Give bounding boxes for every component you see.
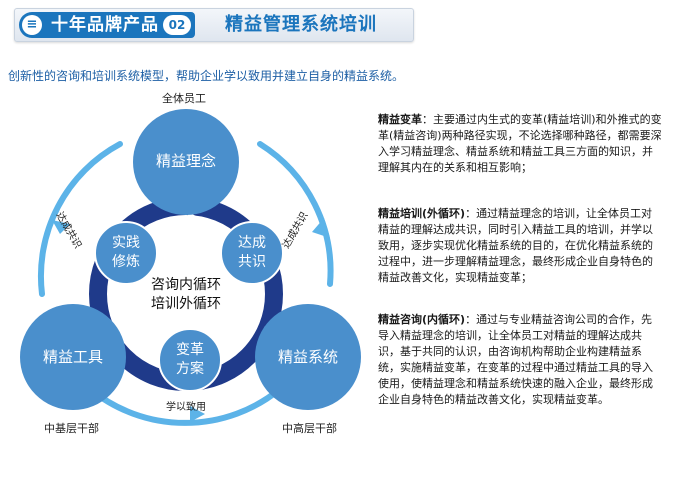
node-lean-system-label: 精益系统 (277, 348, 338, 366)
outer-arc-left (37, 141, 123, 297)
center-line1: 咨询内循环 (151, 277, 221, 293)
arrow-bottom-icon (190, 406, 205, 422)
outer-arc-bottom (87, 386, 283, 426)
desc-lean-change-text: 主要通过内生式的变革(精益培训)和外推式的变革(精益咨询)两种路径实现，不论选择… (378, 113, 662, 174)
menu-icon: ≡ (22, 15, 42, 35)
node-change-plan (158, 328, 222, 392)
label-mid-junior-managers: 中基层干部 (44, 422, 99, 435)
section-number: 02 (163, 15, 191, 35)
desc-lean-training-title: 精益培训(外循环) (378, 207, 466, 220)
node-change-plan-line2: 方案 (176, 361, 204, 377)
desc-lean-training-text: 通过精益理念的培训，让全体员工对精益的理解达成共识，同时引入精益工具的培训，并学… (378, 207, 653, 284)
outer-arc-right (257, 141, 334, 287)
section-header: ≡ 十年品牌产品 02 精益管理系统培训 (14, 8, 414, 42)
badge-title: 十年品牌产品 (51, 15, 159, 35)
node-change-plan-line1: 变革 (176, 342, 204, 358)
node-change-plan-label: 变革 方案 (164, 341, 216, 379)
intro-text: 创新性的咨询和培训系统模型，帮助企业学以致用并建立自身的精益系统。 (8, 69, 405, 83)
center-text: 咨询内循环 培训外循环 (136, 276, 236, 314)
brand-badge: ≡ 十年品牌产品 02 (19, 12, 195, 38)
node-lean-concept-label: 精益理念 (155, 152, 216, 170)
desc-lean-training: 精益培训(外循环)：通过精益理念的培训，让全体员工对精益的理解达成共识，同时引入… (378, 207, 653, 284)
node-consensus-line1: 达成 (238, 235, 266, 251)
node-practice-line1: 实践 (112, 235, 140, 251)
node-consensus-label: 达成 共识 (226, 234, 278, 272)
arrow-left-icon (52, 220, 70, 234)
cycle-graphic (20, 109, 361, 426)
desc-lean-change-title: 精益变革 (378, 113, 422, 126)
node-lean-system (255, 304, 361, 410)
desc-lean-consulting-title: 精益咨询(内循环) (378, 313, 466, 326)
node-lean-tools-label: 精益工具 (42, 348, 103, 366)
node-practice (94, 221, 158, 285)
desc-lean-change: 精益变革：主要通过内生式的变革(精益培训)和外推式的变革(精益咨询)两种路径实现… (378, 113, 662, 174)
arrow-right-icon (312, 218, 330, 238)
node-consensus (220, 221, 284, 285)
node-practice-label: 实践 修炼 (100, 234, 152, 272)
desc-lean-consulting: 精益咨询(内循环)：通过与专业精益咨询公司的合作，先导入精益理念的培训，让全体员… (378, 313, 653, 406)
label-mid-senior-managers: 中高层干部 (282, 422, 337, 435)
node-lean-concept (133, 109, 239, 215)
arc-label-bottom: 学以致用 (166, 402, 206, 413)
node-lean-tools (20, 304, 126, 410)
page-title: 精益管理系统培训 (225, 14, 377, 35)
label-all-staff: 全体员工 (162, 92, 206, 105)
desc-lean-consulting-text: 通过与专业精益咨询公司的合作，先导入精益理念的培训，让全体员工对精益的理解达成共… (378, 313, 653, 406)
cycle-diagram: 全体员工 中基层干部 中高层干部 达成共识 达成共识 学以致用 精益理念 精益工… (0, 84, 372, 444)
center-line2: 培训外循环 (151, 296, 221, 312)
node-practice-line2: 修炼 (112, 254, 140, 270)
node-consensus-line2: 共识 (238, 254, 266, 270)
